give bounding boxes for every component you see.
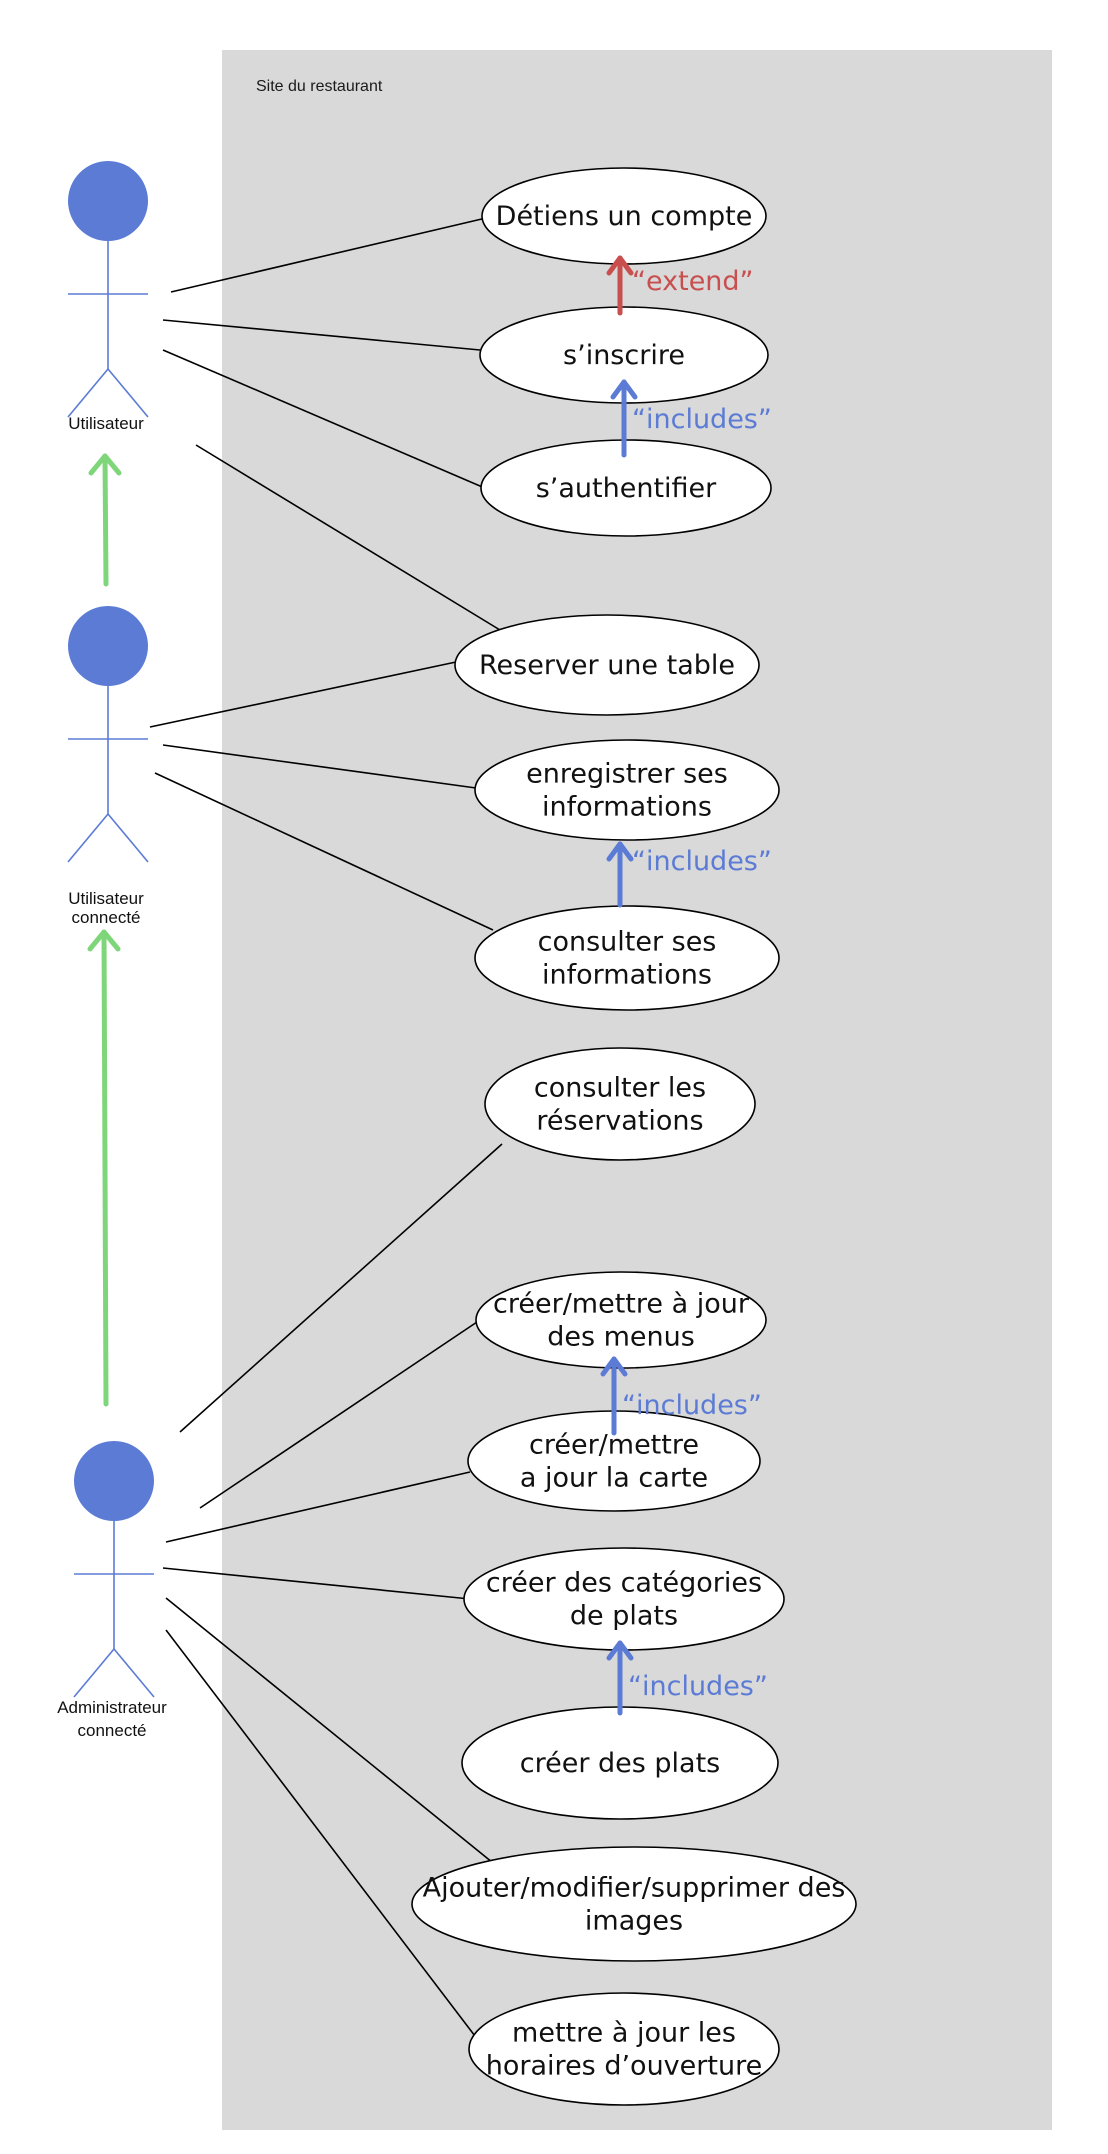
use-case-label: de plats (570, 1601, 678, 1632)
include-relationship-include-4: “includes” (606, 1640, 768, 1716)
include-relationship-include-1: “includes” (610, 379, 772, 458)
use-case-label: des menus (547, 1322, 695, 1353)
use-case-label: enregistrer ses (526, 759, 728, 790)
actor-label: connecté (78, 1721, 147, 1740)
actor-body-icon (67, 241, 149, 418)
use-case-ellipse (463, 1547, 785, 1651)
system-title: Site du restaurant (256, 78, 383, 95)
include-label: “includes” (628, 1671, 768, 1702)
include-label: “includes” (632, 846, 772, 877)
use-case-creer-plats: créer des plats (461, 1706, 779, 1820)
association-administrateur-connecte-gerer-images (165, 1597, 504, 1872)
use-case-label: s’authentifier (536, 473, 717, 504)
use-case-label: Reserver une table (479, 650, 735, 681)
use-case-sauthentifier: s’authentifier (480, 439, 772, 537)
use-case-label: réservations (536, 1106, 703, 1137)
use-case-ellipse (474, 905, 780, 1011)
actor-head-icon (74, 1441, 154, 1521)
extend-label: “extend” (632, 266, 754, 297)
actor-label: Administrateur (57, 1698, 167, 1717)
use-case-label: Ajouter/modifier/supprimer des (423, 1873, 846, 1904)
actor-body-icon (67, 686, 149, 863)
actor-label: Utilisateur (68, 889, 144, 908)
association-administrateur-connecte-consulter-reservations (179, 1143, 503, 1433)
use-case-reserver-table: Reserver une table (454, 614, 760, 716)
use-case-ellipse (484, 1047, 756, 1161)
association-utilisateur-reserver-table (195, 444, 501, 631)
actor-utilisateur: Utilisateur (67, 161, 149, 433)
actor-label: Utilisateur (68, 414, 144, 433)
use-case-ellipse (468, 1992, 780, 2106)
generalization-arrow-gen-1 (88, 453, 122, 587)
actor-head-icon (68, 606, 148, 686)
use-case-label: créer/mettre à jour (493, 1289, 750, 1320)
use-case-label: a jour la carte (520, 1463, 708, 1494)
extend-arrowhead (606, 255, 634, 276)
association-administrateur-connecte-creer-carte (165, 1471, 471, 1543)
use-case-label: images (585, 1906, 683, 1937)
use-case-label: créer des catégories (486, 1568, 762, 1599)
include-relationship-include-3: “includes” (600, 1356, 762, 1436)
association-utilisateur-sauthentifier (162, 349, 488, 490)
include-relationship-include-2: “includes” (606, 841, 772, 908)
association-administrateur-connecte-creer-menus (199, 1319, 481, 1509)
extend-relationship-extend-1: “extend” (606, 255, 754, 316)
actor-body-icon (73, 1521, 155, 1698)
include-arrowhead (600, 1356, 628, 1377)
use-case-label: informations (542, 960, 712, 991)
use-case-label: consulter ses (538, 927, 717, 958)
actor-administrateur-connecte: Administrateur connecté (57, 1441, 167, 1740)
use-case-ellipse (475, 1271, 767, 1369)
association-utilisateur-connecte-consulter-infos (154, 772, 494, 931)
association-utilisateur-sinscrire (162, 319, 481, 351)
use-case-label: horaires d’ouverture (486, 2051, 762, 2082)
include-label: “includes” (632, 404, 772, 435)
include-arrowhead (606, 841, 634, 862)
use-case-ellipse (411, 1846, 857, 1962)
use-case-ellipse (454, 614, 760, 716)
association-utilisateur-connecte-reserver-table (149, 661, 457, 728)
association-utilisateur-connecte-enregistrer-infos (162, 744, 477, 789)
include-arrowhead (606, 1640, 634, 1661)
use-case-label: consulter les (534, 1073, 706, 1104)
association-administrateur-connecte-creer-categories (162, 1567, 471, 1600)
use-case-label: s’inscrire (563, 340, 685, 371)
association-administrateur-connecte-horaires (165, 1629, 479, 2041)
generalization-arrow-gen-2 (87, 929, 121, 1407)
actor-label: connecté (72, 908, 141, 927)
include-arrowhead (610, 379, 638, 400)
use-case-label: créer des plats (520, 1748, 721, 1779)
association-utilisateur-detiens-compte (170, 217, 487, 293)
use-case-detiens-compte: Détiens un compte (481, 167, 767, 265)
use-case-label: mettre à jour les (512, 2018, 736, 2049)
actor-head-icon (68, 161, 148, 241)
use-case-label: informations (542, 792, 712, 823)
include-label: “includes” (622, 1390, 762, 1421)
use-case-ellipse (474, 739, 780, 841)
use-case-label: Détiens un compte (496, 201, 753, 232)
